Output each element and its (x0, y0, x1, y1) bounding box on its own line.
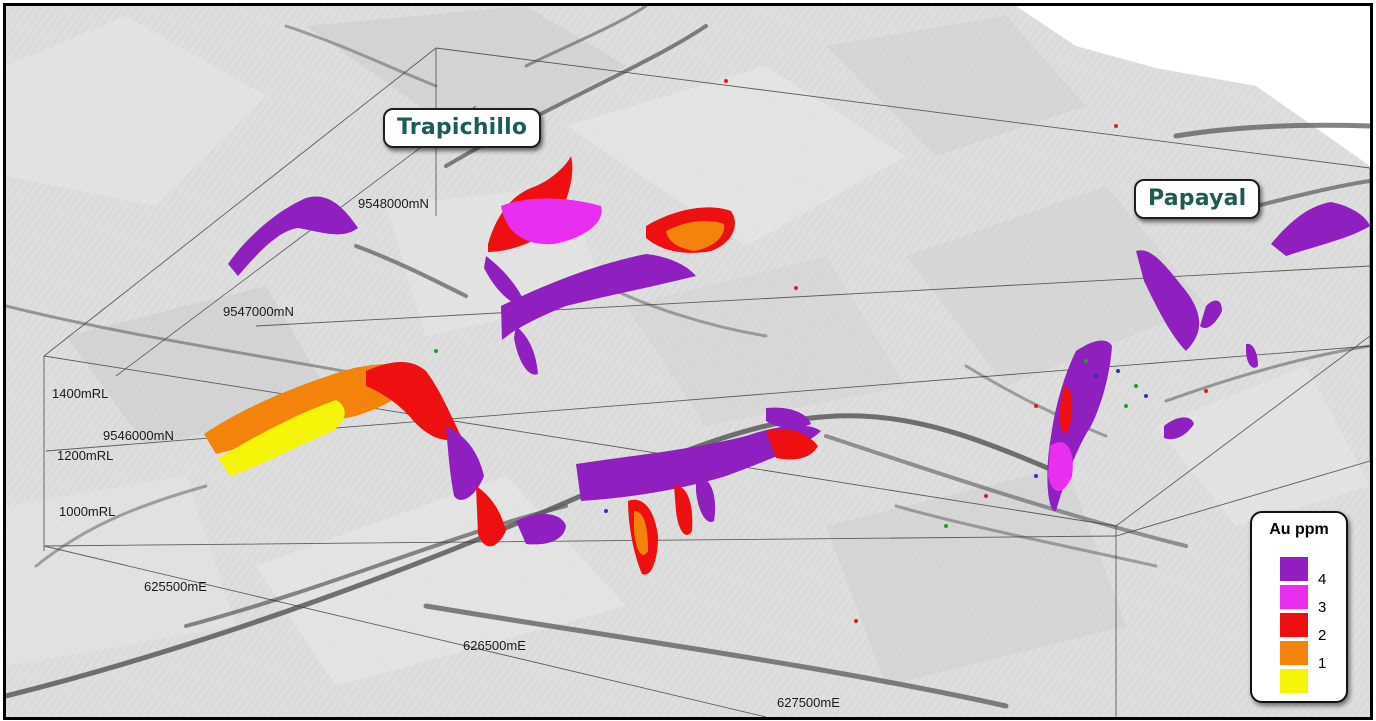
shell-west-orange (204, 364, 416, 454)
shell-trap-drop (514, 326, 538, 375)
shell-trap-magenta (501, 198, 602, 245)
grade-legend: Au ppm 4 3 2 1 (1250, 511, 1348, 703)
shell-central-purple (576, 425, 821, 501)
grid-label-627500mE: 627500mE (777, 695, 840, 710)
shell-trap-orange-core (666, 220, 725, 251)
legend-swatch-3 (1280, 585, 1308, 609)
shell-central-red (766, 429, 818, 460)
au-grade-shells (204, 156, 1370, 575)
shell-trap-band2 (484, 256, 526, 306)
shell-pap-small2 (1246, 343, 1258, 368)
shell-central-cap (766, 407, 811, 428)
shell-pap-ne (1271, 202, 1370, 256)
shell-trap-band (501, 254, 696, 340)
shell-west-red2 (476, 486, 506, 547)
grid-label-9548000mN: 9548000mN (358, 196, 429, 211)
shell-pap-small (1164, 417, 1194, 440)
shell-pap-south-mag (1048, 442, 1073, 491)
bounding-box (43, 47, 1370, 717)
legend-label-1: 1 (1318, 655, 1327, 672)
legend-label-3: 3 (1318, 599, 1327, 616)
legend-swatch-4 (1280, 557, 1308, 581)
shell-pap-south-red (1059, 386, 1072, 434)
grid-label-1400mRL: 1400mRL (52, 386, 109, 401)
drill-traces (434, 79, 1208, 623)
shell-nw-purple (228, 196, 358, 276)
shell-pap-purple2 (1200, 300, 1222, 329)
legend-swatch-1 (1280, 641, 1308, 665)
shell-pap-purple (1136, 250, 1200, 351)
shell-central-drop3 (696, 476, 716, 522)
grid-label-9546000mN: 9546000mN (103, 428, 174, 443)
shell-west-purple2 (516, 514, 566, 545)
shell-west-red (366, 361, 461, 440)
legend-label-2: 2 (1318, 627, 1327, 644)
grid-label-625500mE: 625500mE (144, 579, 207, 594)
shell-west-yellow (218, 400, 345, 476)
grid-label-1000mRL: 1000mRL (59, 504, 116, 519)
shell-central-drop2 (674, 485, 693, 535)
shell-west-purple (446, 426, 484, 500)
terrain-scene (6, 6, 1370, 717)
grid-label-626500mE: 626500mE (463, 638, 526, 653)
grid-label-1200mRL: 1200mRL (57, 448, 114, 463)
terrain-surface (6, 6, 1370, 717)
shell-central-drop-core (634, 511, 648, 555)
legend-label-4: 4 (1318, 571, 1327, 588)
place-label-papayal: Papayal (1134, 179, 1261, 219)
legend-title: Au ppm (1269, 521, 1329, 538)
legend-swatch-2 (1280, 613, 1308, 637)
map-frame: 9548000mN 9547000mN 9546000mN 1400mRL 12… (3, 3, 1373, 720)
place-label-trapichillo: Trapichillo (383, 108, 542, 148)
legend-swatch-0 (1280, 669, 1308, 693)
grid-label-9547000mN: 9547000mN (223, 304, 294, 319)
